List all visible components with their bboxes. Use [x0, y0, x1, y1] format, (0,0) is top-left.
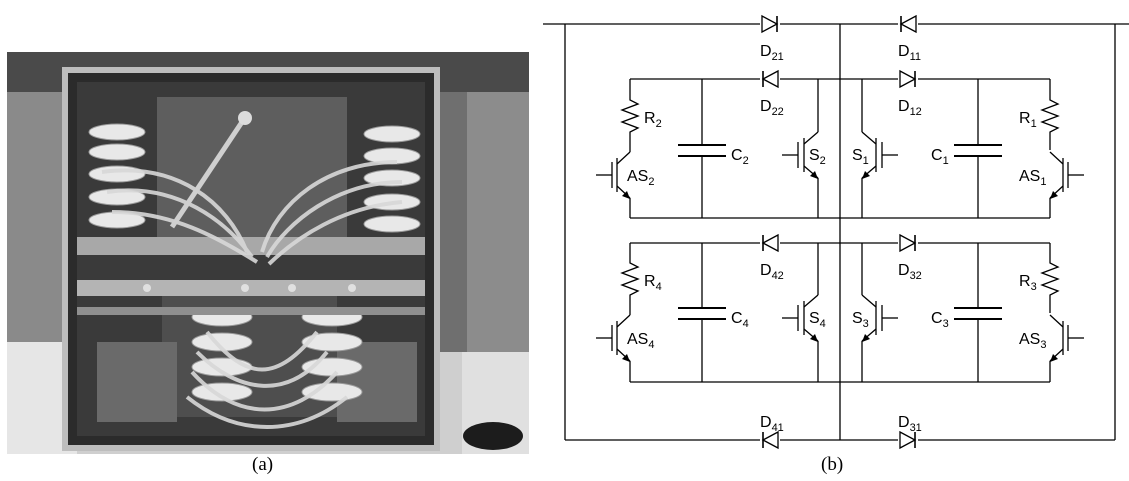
label-d21: D21	[760, 43, 784, 63]
diode-d22	[760, 69, 780, 89]
label-s1: S1	[852, 147, 869, 167]
svg-text:S4: S4	[809, 310, 826, 330]
svg-text:R1: R1	[1019, 110, 1037, 130]
label-c1: C1	[931, 147, 949, 167]
resistor-r1	[1040, 97, 1060, 150]
label-as1: AS1	[1019, 168, 1046, 188]
caption-a: (a)	[252, 454, 274, 475]
label-as3: AS3	[1019, 331, 1046, 351]
svg-text:D31: D31	[898, 414, 922, 434]
hardware-photo	[7, 52, 529, 454]
caption-b: (b)	[821, 454, 844, 475]
svg-text:S1: S1	[852, 147, 869, 167]
svg-text:D21: D21	[760, 43, 784, 63]
svg-text:D41: D41	[760, 414, 784, 434]
diode-d31	[898, 430, 918, 450]
label-d12: D12	[898, 98, 922, 118]
svg-text:D32: D32	[898, 262, 922, 282]
svg-text:D42: D42	[760, 262, 784, 282]
diode-d32	[898, 233, 918, 253]
svg-text:AS4: AS4	[627, 331, 654, 351]
lower-cell-wires	[629, 242, 1051, 383]
resistor-r3	[1040, 260, 1060, 313]
label-as2: AS2	[627, 168, 654, 188]
label-s2: S2	[809, 147, 826, 167]
svg-text:S3: S3	[852, 310, 869, 330]
svg-text:D11: D11	[898, 43, 921, 63]
svg-text:AS3: AS3	[1019, 331, 1046, 351]
svg-text:D22: D22	[760, 98, 784, 118]
label-s4: S4	[809, 310, 826, 330]
capacitor-c1	[954, 144, 1002, 157]
label-s3: S3	[852, 310, 869, 330]
igbt-s2	[782, 131, 819, 179]
outer-rails	[543, 23, 1129, 441]
resistor-r4	[620, 260, 640, 313]
igbt-as1	[1049, 151, 1084, 218]
svg-text:D12: D12	[898, 98, 922, 118]
igbt-as4	[596, 313, 631, 382]
label-c4: C4	[731, 310, 749, 330]
igbt-s3	[861, 294, 898, 342]
label-as4: AS4	[627, 331, 654, 351]
diode-d42	[760, 233, 780, 253]
upper-cell-wires	[629, 78, 1051, 219]
label-c2: C2	[731, 147, 749, 167]
label-r4: R4	[644, 273, 662, 293]
svg-text:AS1: AS1	[1019, 168, 1046, 188]
label-r2: R2	[644, 110, 662, 130]
label-c3: C3	[931, 310, 949, 330]
igbt-s4	[782, 294, 819, 342]
diode-d21	[760, 14, 780, 34]
diode-d11	[898, 14, 918, 34]
diode-d41	[760, 430, 780, 450]
diode-d12	[898, 69, 918, 89]
svg-text:C4: C4	[731, 310, 749, 330]
svg-text:R3: R3	[1019, 273, 1037, 293]
igbt-as2	[596, 150, 631, 218]
capacitor-c2	[678, 144, 726, 157]
label-d31: D31	[898, 414, 922, 434]
capacitor-c4	[678, 307, 726, 320]
svg-text:R4: R4	[644, 273, 662, 293]
label-d42: D42	[760, 262, 784, 282]
resistor-r2	[620, 97, 640, 150]
label-r1: R1	[1019, 110, 1037, 130]
svg-text:AS2: AS2	[627, 168, 654, 188]
label-d32: D32	[898, 262, 922, 282]
svg-text:C1: C1	[931, 147, 949, 167]
label-d41: D41	[760, 414, 784, 434]
label-d11: D11	[898, 43, 921, 63]
igbt-as3	[1049, 314, 1084, 382]
label-d22: D22	[760, 98, 784, 118]
igbt-s1	[861, 131, 898, 179]
svg-text:R2: R2	[644, 110, 662, 130]
label-r3: R3	[1019, 273, 1037, 293]
svg-text:S2: S2	[809, 147, 826, 167]
svg-text:C2: C2	[731, 147, 749, 167]
svg-text:C3: C3	[931, 310, 949, 330]
capacitor-c3	[954, 307, 1002, 320]
